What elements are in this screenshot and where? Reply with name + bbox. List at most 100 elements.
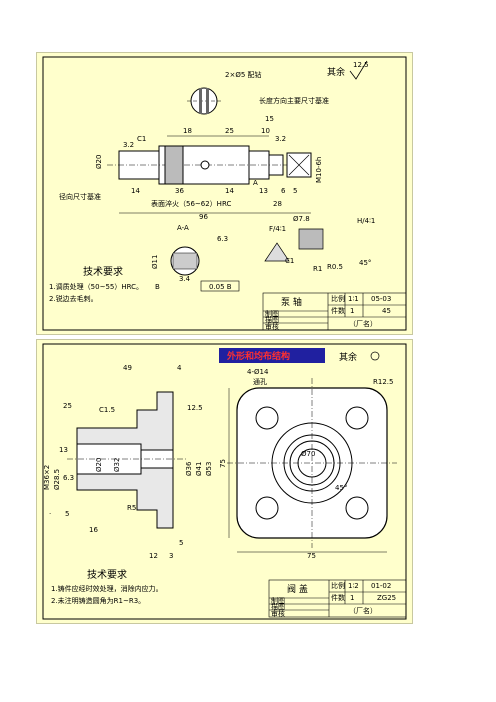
valve-cover-drawing: 外形和均布结构 其余 49 4 25 C1.5 13 6.3 12.5 M36×… bbox=[42, 343, 407, 620]
company: （厂名） bbox=[349, 319, 377, 328]
dim-6: 6 bbox=[281, 187, 286, 195]
part-name: 泵 轴 bbox=[281, 296, 302, 308]
scale-label: 比例 bbox=[331, 294, 345, 303]
roughness-circle-icon bbox=[370, 351, 380, 361]
roughness-symbol-icon bbox=[349, 60, 368, 80]
company-2: （厂名） bbox=[349, 606, 377, 615]
banner-text: 外形和均布结构 bbox=[226, 350, 290, 362]
dim-45deg-2: 45° bbox=[335, 484, 347, 492]
dim-r5: R5 bbox=[127, 504, 136, 512]
title-block bbox=[262, 292, 407, 331]
label-a: A bbox=[253, 179, 258, 187]
reviewed-label: 审核 bbox=[265, 322, 279, 331]
qty-label-2: 件数 bbox=[331, 593, 345, 602]
dim-5: 5 bbox=[65, 510, 69, 518]
dim-c1-5: C1.5 bbox=[99, 406, 115, 414]
dim-phi70: Ø70 bbox=[301, 450, 315, 458]
dim-36: 36 bbox=[175, 187, 184, 195]
dim-dot: · bbox=[49, 510, 51, 518]
qty-label: 件数 bbox=[331, 306, 345, 315]
dim-phi20: Ø20 bbox=[95, 458, 103, 472]
drawing-code: 05-03 bbox=[371, 295, 391, 303]
roughness-6-3-2: 6.3 bbox=[63, 474, 74, 482]
bolt-hole-br bbox=[345, 496, 369, 520]
dim-r1: R1 bbox=[313, 265, 322, 273]
dim-m36: M36×2 bbox=[43, 465, 51, 490]
dim-3-2: 3.2 bbox=[123, 141, 134, 149]
banner-bg bbox=[219, 348, 325, 363]
qty-value-2: 1 bbox=[350, 594, 354, 602]
detail-h-scale: H/4∶1 bbox=[357, 217, 375, 225]
bolt-hole-tr bbox=[345, 406, 369, 430]
checked-label-2: 描图 bbox=[271, 602, 285, 611]
drawing-sheet-valve-cover: 外形和均布结构 其余 49 4 25 C1.5 13 6.3 12.5 M36×… bbox=[36, 339, 413, 624]
tech-title-2: 技术要求 bbox=[87, 568, 127, 581]
roughness-6-3: 6.3 bbox=[217, 235, 228, 243]
scale-label-2: 比例 bbox=[331, 581, 345, 590]
hole-sub-note: 通孔 bbox=[253, 377, 267, 386]
dim-c1: C1 bbox=[137, 135, 146, 143]
shaft-profile bbox=[107, 145, 289, 185]
tech-note-2-2: 2.未注明铸造圆角为R1~R3。 bbox=[51, 596, 145, 605]
dim-49: 49 bbox=[123, 364, 132, 372]
roughness-main: 12.5 bbox=[353, 61, 369, 69]
drawing-sheet-pump-shaft: 其余 12.5 2×Ø5 配钻 长度方向主要尺寸基准 3.2 C1 18 25 … bbox=[36, 52, 413, 335]
dim-phi20: Ø20 bbox=[95, 155, 103, 169]
roughness-12-5: 12.5 bbox=[187, 404, 203, 412]
drawn-label: 制图 bbox=[265, 309, 279, 318]
dim-m10: M10-6h bbox=[315, 157, 323, 183]
dim-14b: 14 bbox=[225, 187, 234, 195]
tolerance-value: 0.05 B bbox=[209, 283, 232, 291]
drawn-label-2: 制图 bbox=[271, 596, 285, 605]
bolt-hole-tl bbox=[255, 406, 279, 430]
dim-5b: 5 bbox=[179, 539, 183, 547]
title-block-2 bbox=[268, 579, 407, 618]
detail-h-view bbox=[298, 228, 324, 250]
dim-12: 12 bbox=[149, 552, 158, 560]
tech-note-1: 1.调质处理（50~55）HRC。 bbox=[49, 282, 143, 291]
dim-phi41: Ø41 bbox=[195, 462, 203, 476]
hole-note: 2×Ø5 配钻 bbox=[225, 70, 262, 79]
dim-15: 15 bbox=[265, 115, 274, 123]
dim-phi11: Ø11 bbox=[151, 255, 159, 269]
dim-28: 28 bbox=[273, 200, 282, 208]
dim-96: 96 bbox=[199, 213, 208, 221]
dim-45deg: 45° bbox=[359, 259, 371, 267]
detail-f-view bbox=[264, 242, 290, 262]
tech-note-2: 2.锐边去毛刺。 bbox=[49, 294, 98, 303]
dim-75-vertical: 75 bbox=[219, 459, 227, 468]
dim-3: 3 bbox=[169, 552, 173, 560]
dim-4: 4 bbox=[177, 364, 182, 372]
tech-note-2-1: 1.铸件应经时效处理，消除内应力。 bbox=[51, 584, 163, 593]
corner-other-label: 其余 bbox=[327, 66, 345, 78]
dim-25: 25 bbox=[225, 127, 234, 135]
drawing-code-2: 01-02 bbox=[371, 582, 391, 590]
hole-note: 4-Ø14 bbox=[247, 368, 269, 376]
dim-10: 10 bbox=[261, 127, 270, 135]
tech-title: 技术要求 bbox=[83, 265, 123, 278]
checked-label: 描图 bbox=[265, 315, 279, 324]
dim-3-4: 3.4 bbox=[179, 275, 191, 283]
dim-16: 16 bbox=[89, 526, 98, 534]
dim-c1b: C1 bbox=[285, 257, 294, 265]
detail-f-scale: F/4∶1 bbox=[269, 225, 286, 233]
scale-value-2: 1∶2 bbox=[348, 582, 359, 590]
dim-phi36: Ø36 bbox=[185, 461, 193, 476]
dim-75-horizontal: 75 bbox=[307, 552, 316, 560]
dim-18: 18 bbox=[183, 127, 192, 135]
inner-frame bbox=[42, 56, 407, 331]
radial-base-note: 径向尺寸基准 bbox=[59, 192, 101, 201]
material: 45 bbox=[382, 307, 391, 315]
dim-14a: 14 bbox=[131, 187, 140, 195]
section-label-aa: A-A bbox=[177, 224, 189, 232]
geometric-tolerance-frame bbox=[200, 280, 240, 292]
scale-value: 1∶1 bbox=[348, 295, 359, 303]
material-2: ZG25 bbox=[377, 594, 396, 602]
dim-r0-5: R0.5 bbox=[327, 263, 343, 271]
dim-13: 13 bbox=[259, 187, 268, 195]
reviewed-label-2: 审核 bbox=[271, 609, 285, 618]
dim-3-2b: 3.2 bbox=[275, 135, 286, 143]
dim-phi7-8: Ø7.8 bbox=[293, 215, 310, 223]
label-b: B bbox=[155, 283, 160, 291]
dim-phi53: Ø53 bbox=[205, 462, 213, 476]
